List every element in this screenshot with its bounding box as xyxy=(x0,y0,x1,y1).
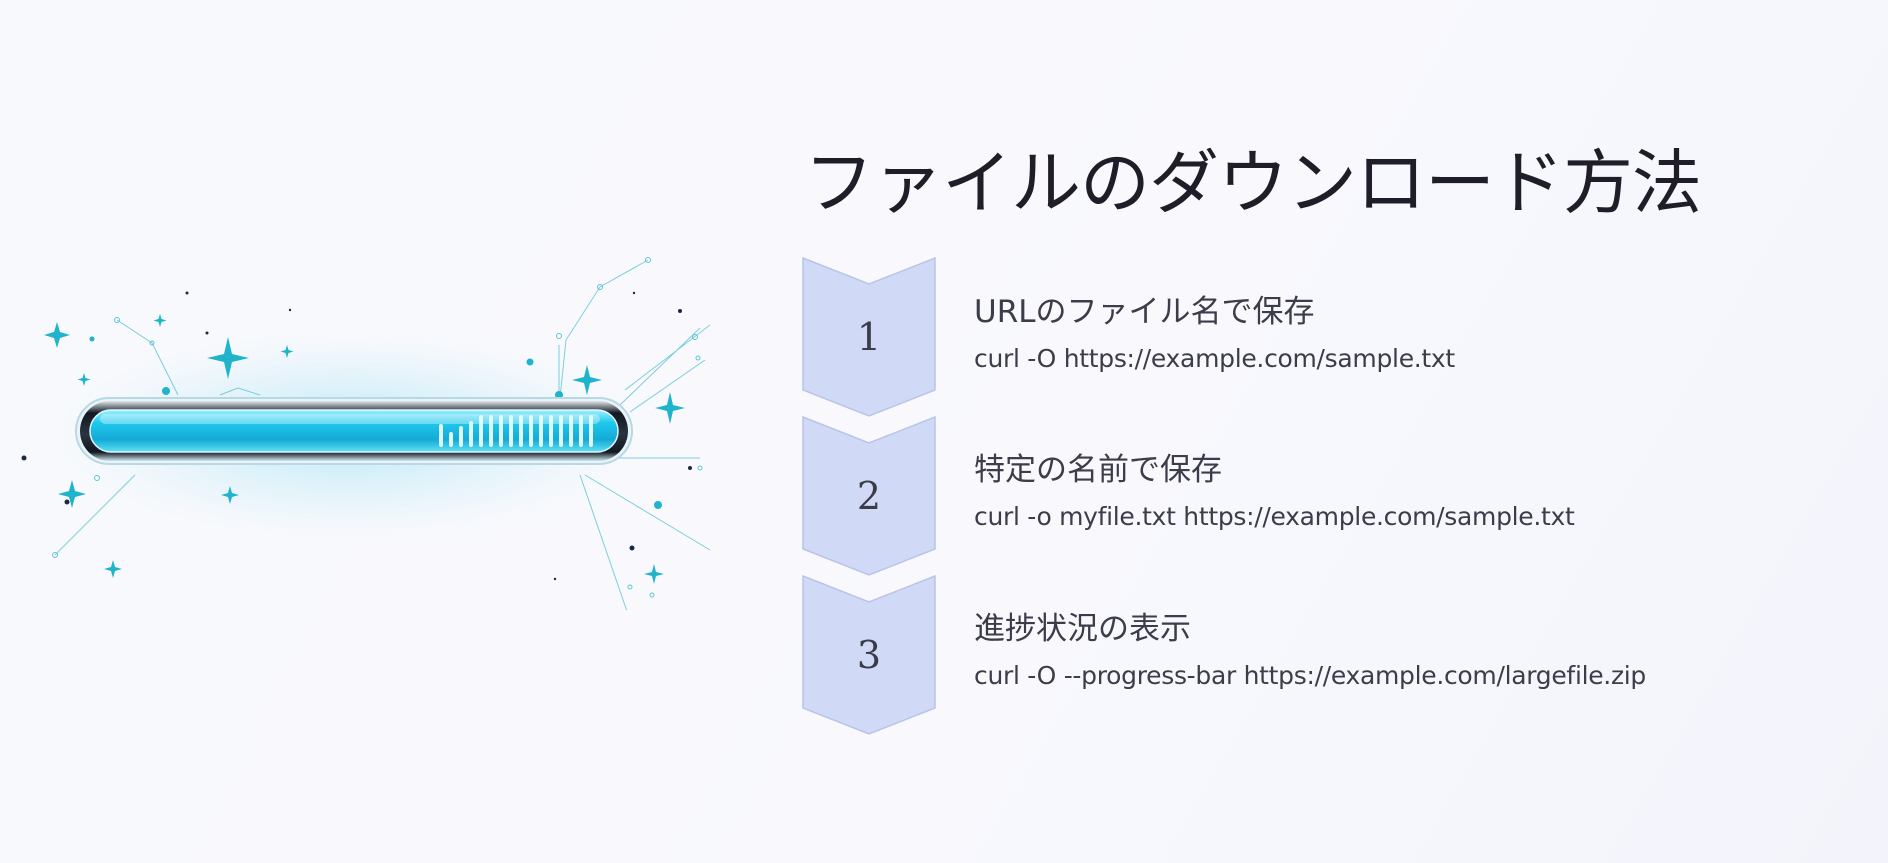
step-2-title: 特定の名前で保存 xyxy=(974,452,1222,488)
step-number: 3 xyxy=(856,633,882,677)
step-3-command: curl -O --progress-bar https://example.c… xyxy=(974,661,1646,690)
step-1-chevron: 1 xyxy=(802,257,936,417)
step-1-command: curl -O https://example.com/sample.txt xyxy=(974,344,1455,373)
slide-title: ファイルのダウンロード方法 xyxy=(804,142,1702,224)
step-1-title: URLのファイル名で保存 xyxy=(974,294,1315,330)
step-2-command: curl -o myfile.txt https://example.com/s… xyxy=(974,502,1575,531)
step-number: 1 xyxy=(856,315,882,359)
step-2-chevron: 2 xyxy=(802,416,936,576)
progress-bar-illustration xyxy=(0,230,720,621)
step-3-chevron: 3 xyxy=(802,575,936,735)
step-3-title: 進捗状況の表示 xyxy=(974,611,1191,647)
step-number: 2 xyxy=(856,474,882,518)
